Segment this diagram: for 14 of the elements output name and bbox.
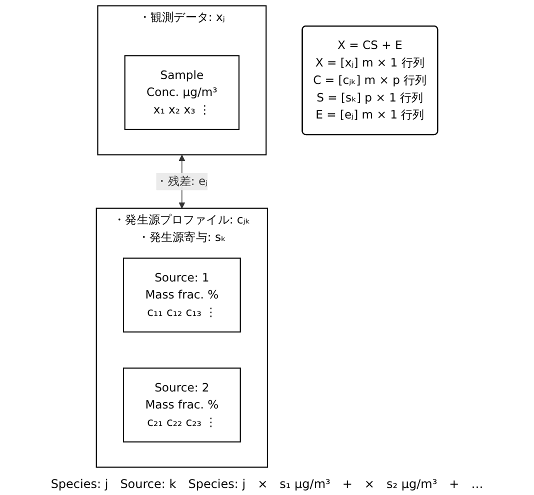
ellipsis: … [471, 477, 484, 491]
unit-label: s₁ μg/m³ [280, 477, 330, 491]
multiply-sign: × [258, 477, 268, 491]
multiply-sign: × [364, 477, 374, 491]
node-box: Sample Conc. μg/m³ x₁ x₂ x₃ ⋮ [124, 55, 240, 130]
edge-label: ・残差: eⱼ [156, 174, 208, 188]
unit-label: s₂ μg/m³ [386, 477, 438, 491]
plus-sign: + [449, 477, 460, 491]
axis-label: Species: j [188, 477, 246, 491]
plus-sign: + [342, 477, 352, 491]
axis-label: Source: k [120, 477, 176, 491]
axis-label: Species: j [50, 477, 108, 491]
node-box: Source: 1 Mass frac. % c₁₁ c₁₂ c₁₃ ⋮ [122, 258, 241, 333]
node-box: Source: 2 Mass frac. % c₂₁ c₂₂ c₂₃ ⋮ [122, 368, 241, 442]
